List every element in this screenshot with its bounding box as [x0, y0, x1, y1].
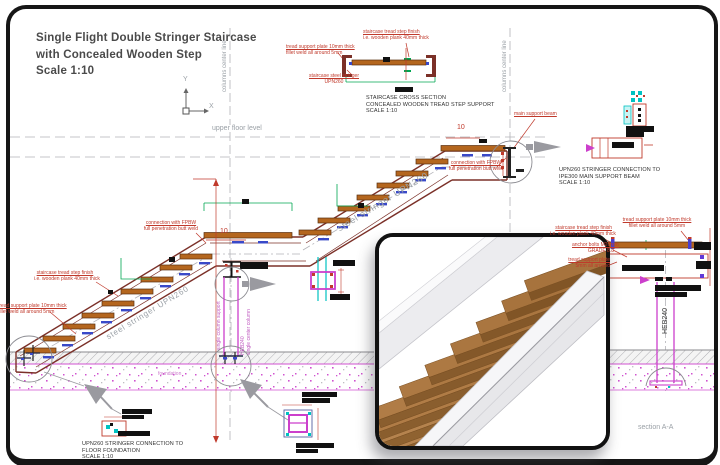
annot-fpbw-mid: connection with FPBW full penetration bu…	[143, 220, 199, 232]
heb240-label: HEB240	[662, 307, 669, 334]
annot-cs-stringer: staircase steel stringer UPN260	[308, 73, 360, 85]
annot-plate-5mm: tread support plate 5mm all around	[568, 257, 610, 269]
treads-lower-flight	[23, 253, 213, 354]
cross-section-detail	[342, 48, 436, 92]
annot-right-support-plate: tread support plate 10mm thick fillet we…	[622, 217, 692, 229]
annot-right-tread-finish: staircase tread step finish i.e. wooden …	[550, 225, 616, 237]
foundation-right	[598, 349, 714, 391]
dim-10-top: 10	[457, 124, 465, 131]
red-dimensions	[49, 42, 711, 443]
dim-10-mid: 10	[220, 228, 228, 235]
annot-cs-tread-finish: staircase tread step finish i.e. wooden …	[363, 29, 429, 41]
staircase-3d-render	[379, 237, 606, 446]
annot-fpbw-top: connection with FPBW full penetration bu…	[448, 160, 504, 172]
caption-cross-section: STAIRCASE CROSS SECTION CONCEALED WOODEN…	[366, 95, 495, 115]
center-column	[210, 261, 289, 421]
column-center-sub: single center column	[245, 309, 252, 355]
render-inset	[375, 233, 610, 450]
upper-floor-level-label: upper floor level	[209, 125, 265, 132]
column-support-label: single column support	[216, 301, 222, 350]
title-line2: with Concealed Wooden Step	[36, 48, 202, 61]
main-beam-joint	[489, 140, 561, 184]
foundation-word: foundation	[158, 371, 182, 377]
annot-anchor-bolts: anchor bolts M20mm GRADE 8.8	[572, 242, 619, 254]
detail-floor-connection	[101, 409, 152, 437]
annot-cs-support-plate: tread support plate 10mm thick fillet we…	[286, 44, 355, 56]
detail-column-section	[599, 237, 711, 388]
xy-axis-icon	[182, 88, 209, 115]
render-treads	[379, 249, 606, 446]
sheet-border	[6, 5, 718, 465]
columns-center-line-right: columns center line	[502, 40, 508, 92]
axis-x-label: X	[209, 103, 214, 110]
weld-marks	[108, 139, 487, 294]
columns-center-line-left: columns center line	[222, 40, 228, 92]
detail-beam-connection	[586, 91, 654, 159]
annot-stairs-support-plate: tread support plate 10mm thick fillet we…	[0, 303, 67, 315]
detail-base-plate	[282, 392, 337, 453]
column-center-label: HEB240 single center column	[240, 309, 253, 355]
title-line1: Single Flight Double Stringer Staircase	[36, 32, 257, 44]
annot-stairs-tread-finish: staircase tread step finish i.e. wooden …	[34, 270, 100, 282]
drawing-title: Single Flight Double Stringer Staircase …	[36, 30, 257, 80]
caption-floor-connection: UPN260 STRINGER CONNECTION TO FLOOR FOUN…	[82, 441, 184, 461]
stair-base-joint	[5, 335, 122, 415]
caption-beam-connection: UPN260 STRINGER CONNECTION TO IPE300 MAI…	[559, 167, 661, 187]
treads-upper-flight	[203, 145, 506, 239]
axis-y-label: Y	[183, 76, 188, 83]
foundation-left	[10, 351, 374, 391]
detail-column-landing	[310, 257, 355, 301]
tread-tags	[43, 154, 492, 359]
title-line3: Scale 1:10	[36, 65, 95, 77]
annot-main-beam: main support beam	[514, 111, 557, 117]
section-label: section A-A	[638, 424, 674, 431]
